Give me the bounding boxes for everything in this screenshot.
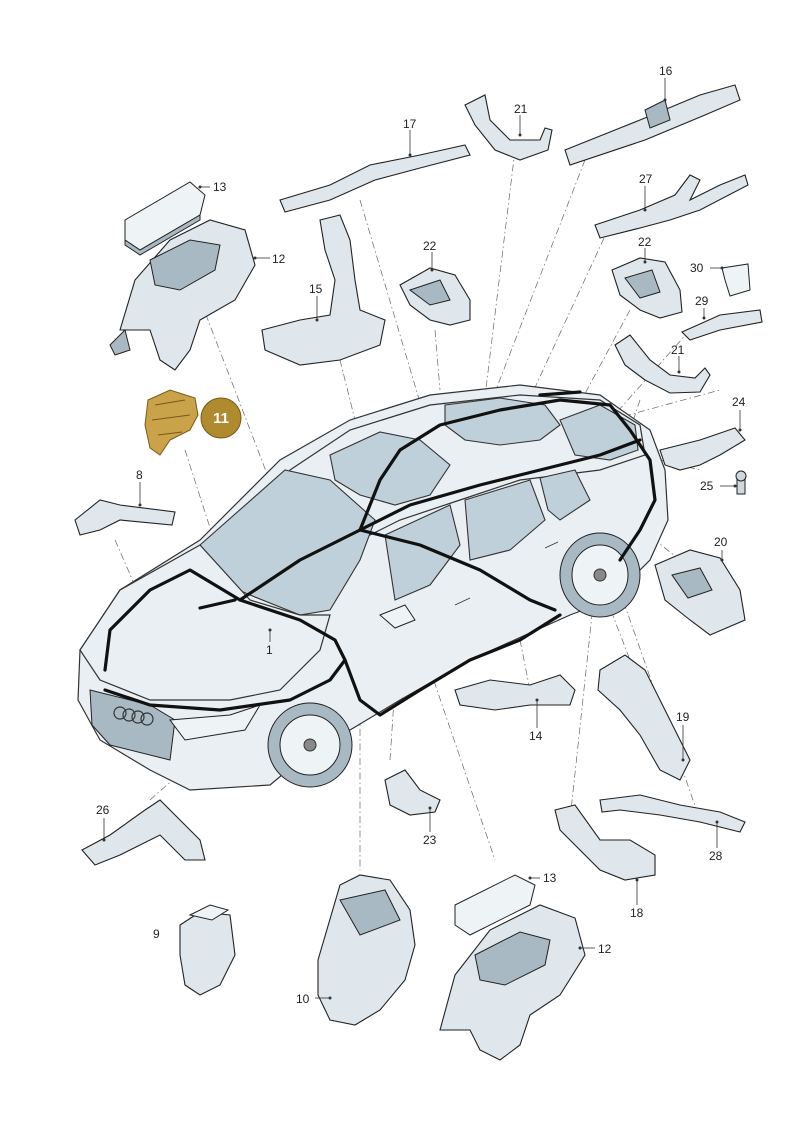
label-18[interactable]: 18 [630,906,644,920]
part-8 [74,499,176,536]
part-24 [659,427,746,471]
part-26 [81,799,206,866]
label-25[interactable]: 25 [700,479,714,493]
label-11: 11 [213,410,229,427]
part-28 [599,794,746,833]
part-22-right [611,257,683,319]
part-20 [654,549,746,636]
label-13-bottom[interactable]: 13 [543,871,557,885]
part-9 [179,904,236,996]
part-16 [564,84,741,166]
rear-wheel [559,532,641,618]
label-28[interactable]: 28 [709,849,723,863]
part-11-highlighted [144,389,199,456]
label-16[interactable]: 16 [659,64,673,78]
label-12-top[interactable]: 12 [272,252,286,266]
part-12-bottom [439,904,586,1061]
label-1[interactable]: 1 [266,643,273,657]
front-wheel [267,702,353,788]
label-22-right[interactable]: 22 [638,235,652,249]
label-26[interactable]: 26 [96,803,110,817]
label-24[interactable]: 24 [732,395,746,409]
part-18 [554,804,656,881]
label-10[interactable]: 10 [296,992,310,1006]
part-25-screw [735,470,747,495]
label-9[interactable]: 9 [153,927,160,941]
label-14[interactable]: 14 [529,729,543,743]
part-19 [597,654,691,781]
audi-rings-logo [113,706,154,726]
part-30 [721,263,751,297]
wiring-harness [103,390,657,717]
label-21-right[interactable]: 21 [671,343,685,357]
label-19[interactable]: 19 [676,710,690,724]
part-13-top [124,181,206,256]
part-labels: 13 12 17 21 16 27 22 22 30 15 29 21 24 2… [96,64,746,1006]
part-12-top [109,219,256,371]
label-20[interactable]: 20 [714,535,728,549]
part-21-right [614,334,711,394]
leader-lines [102,78,742,1000]
label-17[interactable]: 17 [403,117,417,131]
car-body [77,384,669,791]
label-8[interactable]: 8 [136,468,143,482]
label-12-bottom[interactable]: 12 [598,942,612,956]
label-15[interactable]: 15 [309,282,323,296]
label-23[interactable]: 23 [423,833,437,847]
label-13-top[interactable]: 13 [213,180,227,194]
part-10 [317,874,416,1026]
part-21-top [464,94,553,161]
part-14 [454,674,576,711]
part-15 [261,214,386,366]
part-17 [279,144,471,213]
label-29[interactable]: 29 [695,294,709,308]
part-27 [594,174,749,239]
part-29 [681,309,763,341]
label-27[interactable]: 27 [639,172,653,186]
label-21-top[interactable]: 21 [514,102,528,116]
label-22-center[interactable]: 22 [423,239,437,253]
label-30[interactable]: 30 [690,261,704,275]
part-22-center [399,267,471,326]
part-11-badge[interactable]: 11 [200,397,242,439]
part-13-bottom [454,874,536,936]
part-23 [384,769,441,816]
